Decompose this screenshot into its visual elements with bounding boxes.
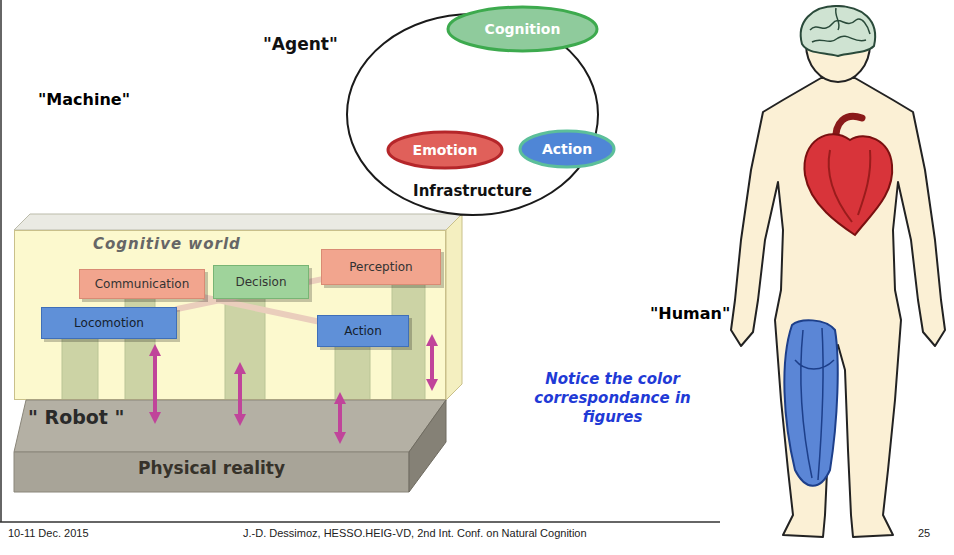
physical-reality-slab: " Robot " Physical reality [14,392,446,496]
node-label: Locomotion [74,316,144,330]
module-box: Locomotion [41,307,177,339]
interaction-arrow [153,350,157,418]
agent-heading: "Agent" [263,34,338,54]
ellipse-shape [448,7,597,51]
module-box: Communication [79,269,205,299]
node-label: Emotion [413,142,478,158]
slide-frame [0,0,720,522]
box-heading: Cognitive world [93,235,241,253]
module-box: Decision [213,265,309,299]
note: Notice the color correspondance in figur… [515,370,710,426]
cognitive-world-box: Communication Decision PerceptionLocomotio… [14,230,446,400]
brain-folds [810,8,870,42]
infrastructure-label: Infrastructure [345,182,600,200]
action-oval: Action [517,128,617,170]
body-outline [731,78,945,537]
agent-circle: CognitionEmotionAction"Agent"Infrastruct… [345,12,600,217]
heart-vessels [829,150,871,222]
figure-label: "Machine" [38,90,130,109]
frame-line [0,521,720,523]
heart [804,134,892,235]
slab-front-face [14,452,409,492]
robot-label: " Robot " [28,406,124,428]
human-figure [731,6,945,537]
footer-date: 10-11 Dec. 2015 [8,527,89,539]
slab-label: Physical reality [14,458,409,478]
brain [801,6,875,56]
interaction-arrow [338,398,342,438]
box-side-face [446,214,462,400]
module-box: Action [317,315,409,347]
slab-top-face [14,400,446,452]
muscle-fibres [795,328,834,480]
module-box: Perception [321,249,441,285]
footer-author: J.-D. Dessimoz, HESSO.HEIG-VD, 2nd Int. … [243,527,587,539]
cognition-oval: Cognition [445,4,600,54]
slab-side-face [409,400,446,492]
interaction-arrow [430,340,434,385]
node-label: Decision [235,275,286,289]
frame-line [0,0,2,522]
node-label: Communication [95,277,190,291]
node-label: Action [542,141,592,157]
node-label: Perception [349,260,412,274]
interaction-arrow [238,368,242,420]
box-top-face [14,214,462,230]
figure-label: "Human" [650,304,730,323]
node-label: Action [344,324,382,338]
leg-muscle [784,320,837,486]
emotion-oval: Emotion [385,129,505,171]
page-number: 25 [918,527,930,539]
ellipse-shape [520,131,614,167]
ellipse-shape [388,132,502,168]
node-label: Cognition [485,21,561,37]
